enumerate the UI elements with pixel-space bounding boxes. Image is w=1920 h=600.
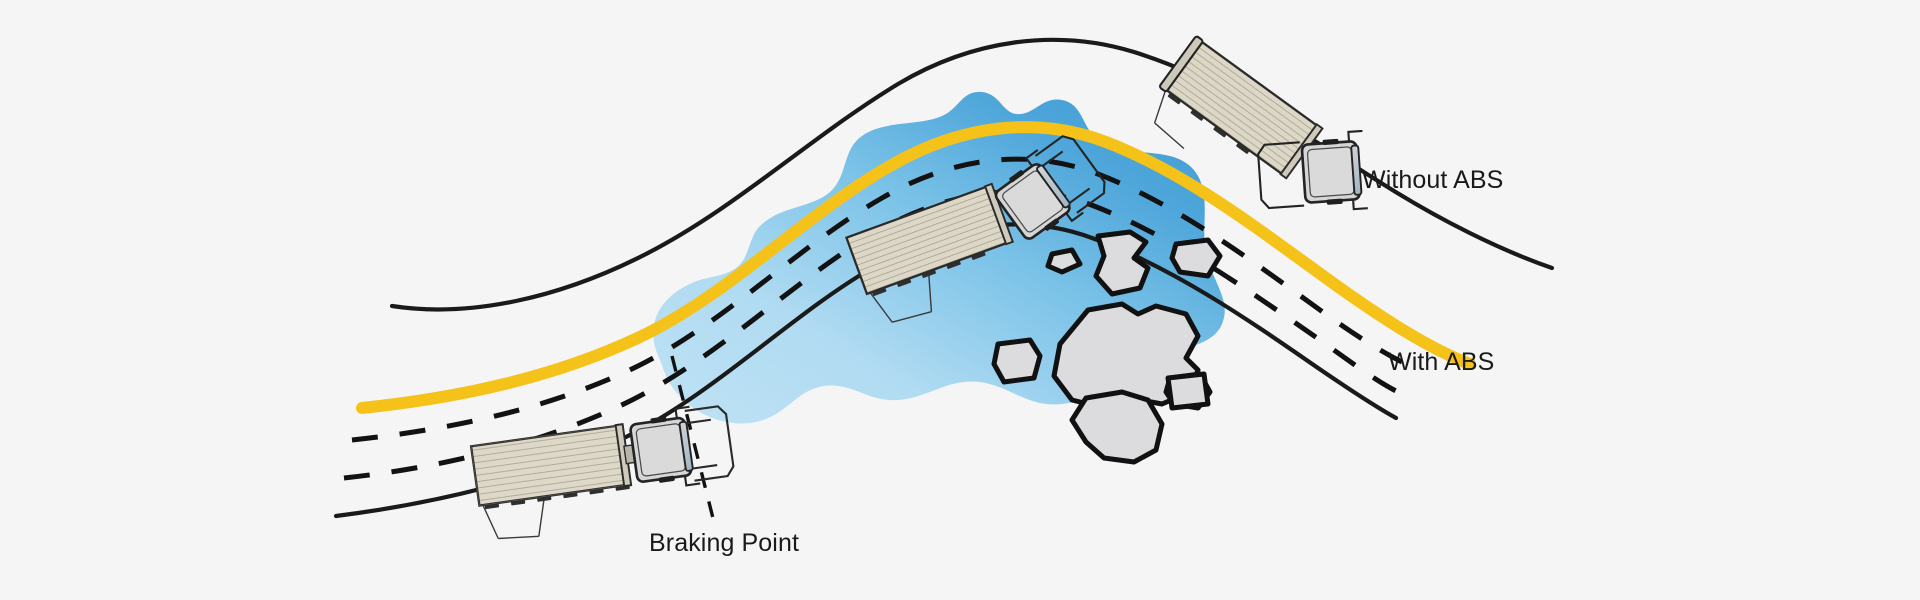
rock-large-e xyxy=(1069,389,1165,465)
label-braking-point: Braking Point xyxy=(649,529,799,557)
road-center-line-yellow xyxy=(356,121,1476,414)
truck-jackknife-end xyxy=(1153,35,1368,211)
label-with-abs: With ABS xyxy=(1388,348,1494,376)
truck-jackknife-mid xyxy=(844,135,1106,323)
rock-medium-b xyxy=(1093,229,1151,297)
road-upper-edge xyxy=(389,37,1555,312)
rock-square-i xyxy=(1165,371,1211,411)
rock-small-a xyxy=(1045,247,1083,275)
rock-debris-field xyxy=(991,229,1223,465)
road-lane-line-inner xyxy=(351,156,1404,443)
rock-small-c xyxy=(1169,237,1223,279)
rock-small-f xyxy=(991,337,1043,385)
label-without-abs: Without ABS xyxy=(1362,166,1503,194)
